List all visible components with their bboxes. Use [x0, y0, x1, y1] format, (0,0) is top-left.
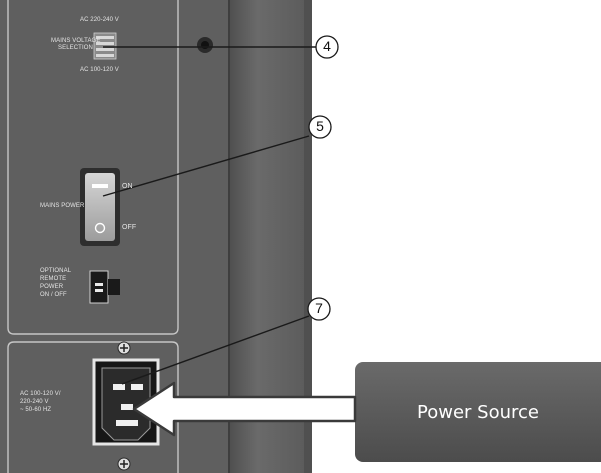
callout-4-circle	[315, 35, 339, 59]
voltage-bottom-label: AC 100-120 V	[80, 67, 119, 73]
power-source-box	[355, 362, 601, 462]
ac-rating-label-1: AC 100-120 V/	[20, 391, 61, 397]
power-source-label: Power Source	[417, 401, 539, 423]
callout-7-circle	[307, 297, 331, 321]
ac-rating-label-3: ~ 50-60 Hz	[20, 407, 52, 413]
ac-rating-label-2: 220-240 V	[20, 399, 49, 405]
switch-off-label: OFF	[122, 224, 137, 231]
mounting-screw-bottom	[117, 457, 131, 471]
leader-line-5	[102, 135, 310, 197]
remote-power-connector	[89, 270, 120, 304]
panel-side-strip	[228, 0, 312, 473]
switch-on-label: ON	[122, 183, 133, 190]
mounting-screw-top	[117, 341, 131, 355]
mains-power-switch	[80, 168, 120, 246]
voltage-top-label: AC 220-240 V	[80, 17, 119, 23]
upper-section-border	[7, 0, 179, 335]
callout-5-number: 5	[316, 118, 324, 134]
remote-label-2: REMOTE	[40, 276, 67, 282]
remote-label-1: OPTIONAL	[40, 268, 72, 274]
lower-section-border	[7, 341, 179, 473]
power-inlet-socket	[92, 358, 160, 446]
remote-label-3: POWER	[40, 284, 64, 290]
callout-4-number: 4	[323, 38, 331, 54]
callout-5-circle	[308, 115, 332, 139]
leader-line-7	[121, 315, 310, 385]
mains-power-label: MAINS POWER	[40, 203, 85, 209]
voltage-selection-label-2: SELECTION	[58, 45, 93, 51]
callout-7-number: 7	[315, 300, 323, 316]
remote-label-4: ON / OFF	[40, 292, 67, 298]
power-arrow	[132, 381, 357, 437]
voltage-selector-switch	[93, 32, 117, 60]
voltage-selection-label-1: MAINS VOLTAGE	[51, 38, 101, 44]
